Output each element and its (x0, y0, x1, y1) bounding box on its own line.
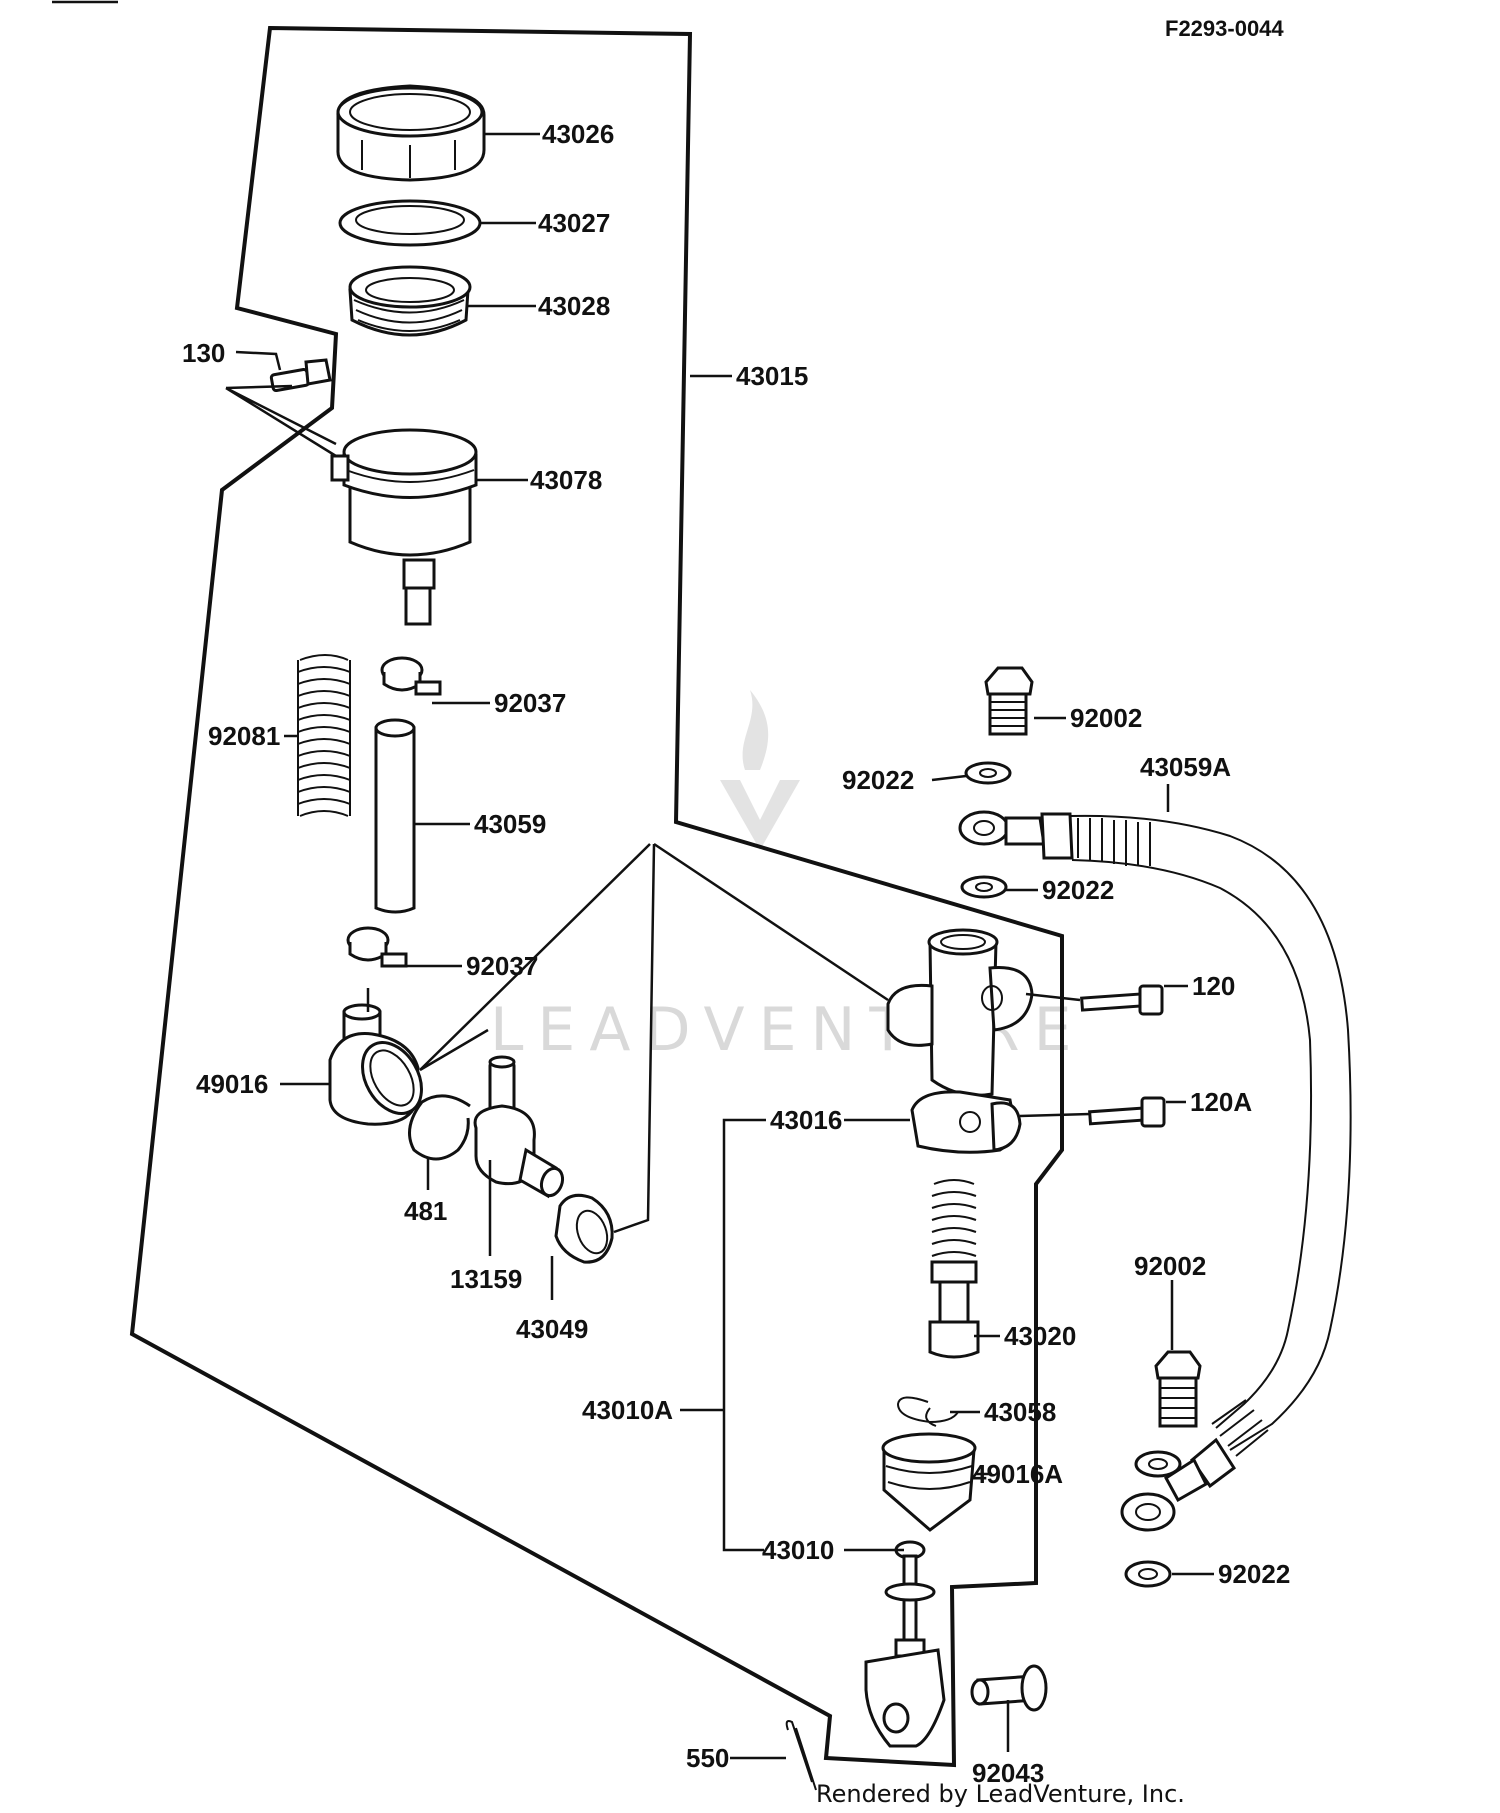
stopper-ring-part (896, 1396, 959, 1427)
label-43049: 43049 (516, 1314, 588, 1344)
label-550: 550 (686, 1743, 729, 1773)
push-rod-part (864, 1540, 946, 1748)
joint-fitting-part (473, 1055, 565, 1199)
label-120A: 120A (1190, 1087, 1252, 1117)
label-43028: 43028 (538, 291, 610, 321)
reservoir-hose-part (374, 718, 416, 914)
clamp-upper-part (380, 656, 442, 696)
washer-lower-part (1134, 1450, 1182, 1478)
reservoir-tank-part (330, 428, 478, 626)
label-92081: 92081 (208, 721, 280, 751)
reservoir-cap-part (336, 84, 486, 182)
bolt-120a-part (1088, 1096, 1166, 1128)
label-43058: 43058 (984, 1397, 1056, 1427)
bolt-120-part (1080, 984, 1164, 1016)
banjo-bolt-upper-part (984, 666, 1034, 736)
label-92037-lower: 92037 (466, 951, 538, 981)
dust-boot-part (881, 1432, 977, 1532)
label-92002-lower: 92002 (1134, 1251, 1206, 1281)
washer-a-hole (979, 768, 997, 778)
part-labels: 43026 43027 43028 43015 130 43078 92037 … (182, 119, 1290, 1788)
label-43016: 43016 (770, 1105, 842, 1135)
label-49016A: 49016A (972, 1459, 1063, 1489)
washer-c-hole (1138, 1568, 1158, 1580)
label-43010: 43010 (762, 1535, 834, 1565)
label-92002-upper: 92002 (1070, 703, 1142, 733)
watermark-logo (720, 690, 800, 850)
washer-b-hole (975, 882, 993, 892)
piston-spring-part (928, 1179, 980, 1359)
label-43059A: 43059A (1140, 752, 1231, 782)
label-43020: 43020 (1004, 1321, 1076, 1351)
label-43059: 43059 (474, 809, 546, 839)
reference-code: F2293-0044 (1165, 16, 1284, 41)
label-120: 120 (1192, 971, 1235, 1001)
label-92022-b: 92022 (1042, 875, 1114, 905)
circlip-part (408, 1094, 471, 1161)
footer-credit: Rendered by LeadVenture, Inc. (816, 1780, 1185, 1808)
label-481: 481 (404, 1196, 447, 1226)
label-92022-c: 92022 (1218, 1559, 1290, 1589)
label-43078: 43078 (530, 465, 602, 495)
boot-part (328, 1003, 423, 1126)
diaphragm-part (348, 265, 472, 337)
label-43015: 43015 (736, 361, 808, 391)
washer-b-part (960, 875, 1008, 899)
washer-lower-hole (1148, 1458, 1168, 1470)
label-92043: 92043 (972, 1758, 1044, 1788)
cotter-pin-part (785, 1720, 817, 1791)
brake-hose-part (958, 810, 1352, 1532)
washer-c-part (1124, 1560, 1172, 1588)
assembly-outline (129, 25, 1064, 1768)
label-49016: 49016 (196, 1069, 268, 1099)
label-43010A: 43010A (582, 1395, 673, 1425)
clamp-lower-part (346, 926, 408, 968)
banjo-bolt-lower-part (1154, 1350, 1202, 1428)
spring-part (297, 654, 351, 817)
clevis-pin-part (970, 1664, 1048, 1712)
label-92022-a: 92022 (842, 765, 914, 795)
label-43027: 43027 (538, 208, 610, 238)
label-13159: 13159 (450, 1264, 522, 1294)
leader-lines (225, 132, 1214, 1760)
o-ring-part (554, 1193, 614, 1264)
label-130: 130 (182, 338, 225, 368)
label-43026: 43026 (542, 119, 614, 149)
washer-a-part (964, 761, 1012, 785)
label-92037-upper: 92037 (494, 688, 566, 718)
cap-plate-part (338, 199, 482, 247)
